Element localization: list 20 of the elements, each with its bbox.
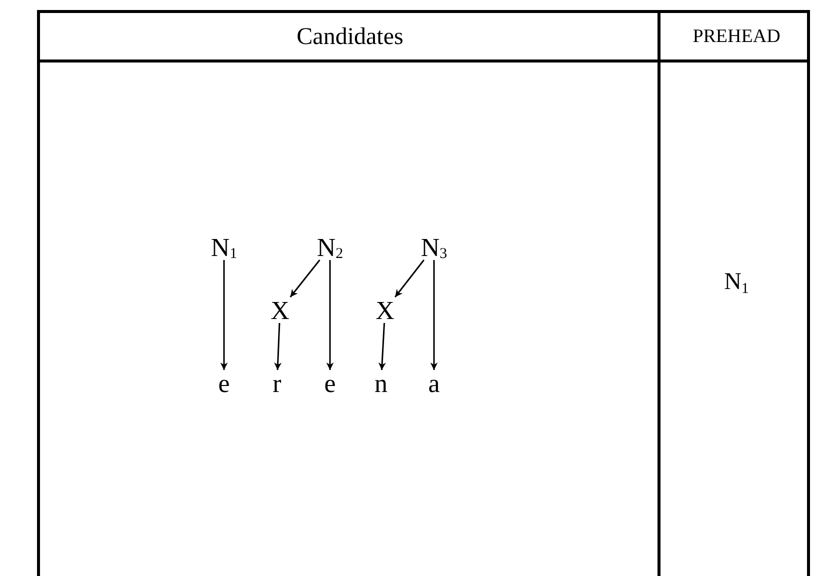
arrow bbox=[430, 260, 438, 370]
tree-node-label: a bbox=[420, 370, 448, 396]
tree-node-label: X bbox=[266, 297, 294, 323]
table-cell-text: N$_{1}$ bbox=[724, 268, 749, 298]
tree-node-label: r bbox=[263, 370, 291, 396]
arrow bbox=[394, 260, 424, 298]
column-header: Candidates bbox=[296, 24, 404, 50]
tree-node-label: N$_{2}$ bbox=[316, 234, 344, 260]
arrow bbox=[220, 260, 228, 370]
arrow bbox=[326, 260, 334, 370]
tree-node-label: N$_{3}$ bbox=[420, 234, 448, 260]
tree-node-label: e bbox=[210, 370, 238, 396]
tree-node-label: e bbox=[316, 370, 344, 396]
arrow bbox=[378, 322, 386, 370]
tree-node-label: n bbox=[367, 370, 395, 396]
tree-node-label: N$_{1}$ bbox=[210, 234, 238, 260]
arrow bbox=[274, 322, 282, 370]
column-header: PREHEAD bbox=[692, 26, 780, 48]
arrow bbox=[290, 260, 320, 298]
tree-node-label: X bbox=[371, 297, 399, 323]
